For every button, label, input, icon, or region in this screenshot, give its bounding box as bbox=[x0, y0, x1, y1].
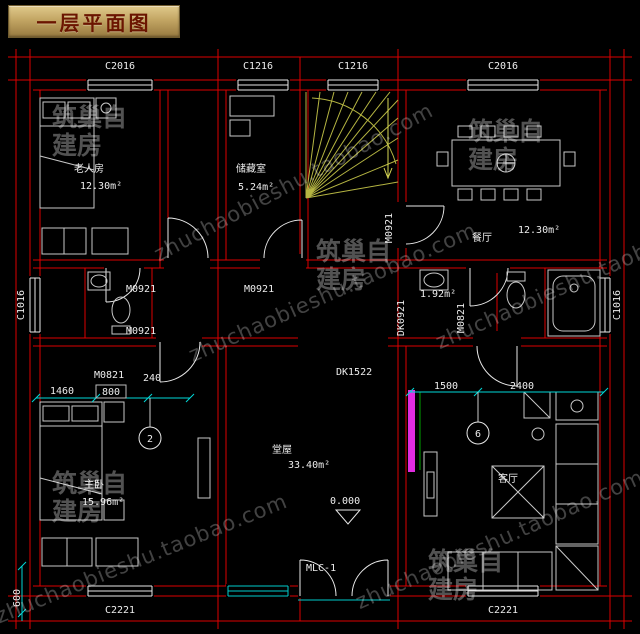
room-name-master: 主卧 bbox=[84, 478, 104, 491]
room-area-hall: 33.40m² bbox=[288, 460, 330, 471]
window-label: C2016 bbox=[488, 61, 518, 72]
elevation-value: 0.000 bbox=[330, 496, 360, 507]
door-label: M0921 bbox=[126, 326, 156, 337]
dimension-value: 1460 bbox=[50, 386, 74, 397]
axis-bubbles bbox=[138, 421, 490, 450]
door-label: M0921 bbox=[126, 284, 156, 295]
axis-number: 2 bbox=[147, 434, 153, 445]
room-name-hall: 堂屋 bbox=[272, 444, 292, 456]
window-label: C2221 bbox=[105, 605, 135, 616]
window-label: C2221 bbox=[488, 605, 518, 616]
entry-screen-magenta bbox=[408, 390, 415, 472]
stair-direction-arrow bbox=[383, 98, 393, 180]
room-area-storage: 5.24m² bbox=[238, 182, 274, 193]
opening-label: DK0921 bbox=[396, 300, 407, 336]
page-title: 一层平面图 bbox=[36, 11, 152, 35]
furniture bbox=[39, 95, 601, 591]
room-area-dining: 12.30m² bbox=[518, 225, 560, 236]
page-title-banner: 一层平面图 bbox=[8, 5, 180, 38]
dimension-value: 2400 bbox=[510, 381, 534, 392]
hall-window-symbol bbox=[227, 585, 390, 601]
staircase-fan bbox=[305, 91, 399, 199]
room-name-storage: 储藏室 bbox=[236, 162, 266, 175]
opening-label: DK1522 bbox=[336, 367, 372, 378]
elevation-marker-icon bbox=[334, 509, 362, 525]
room-area-bath: 1.92m² bbox=[420, 289, 456, 300]
room-area-master: 15.96m² bbox=[82, 497, 124, 508]
window-label: C1016 bbox=[612, 290, 623, 320]
dimension-value: 800 bbox=[102, 387, 120, 398]
entry-label: MLC-1 bbox=[306, 563, 336, 574]
door-label: M0821 bbox=[94, 370, 124, 381]
room-name-elder: 老人房 bbox=[74, 162, 104, 175]
door-label: M0821 bbox=[456, 303, 467, 333]
door-label: M0921 bbox=[244, 284, 274, 295]
axis-leaders bbox=[95, 384, 479, 427]
door-label: M0921 bbox=[384, 213, 395, 243]
window-label: C2016 bbox=[105, 61, 135, 72]
room-area-elder: 12.30m² bbox=[80, 181, 122, 192]
axis-number: 6 bbox=[475, 429, 481, 440]
wall-openings bbox=[28, 78, 612, 598]
window-label: C1016 bbox=[16, 290, 27, 320]
dimension-value: 1500 bbox=[434, 381, 458, 392]
window-label: C1216 bbox=[338, 61, 368, 72]
dimension-value: 600 bbox=[12, 589, 23, 607]
dimension-value: 240 bbox=[143, 373, 161, 384]
window-label: C1216 bbox=[243, 61, 273, 72]
room-name-dining: 餐厅 bbox=[472, 231, 492, 244]
room-name-living: 客厅 bbox=[498, 472, 518, 485]
door-symbols bbox=[105, 205, 518, 597]
